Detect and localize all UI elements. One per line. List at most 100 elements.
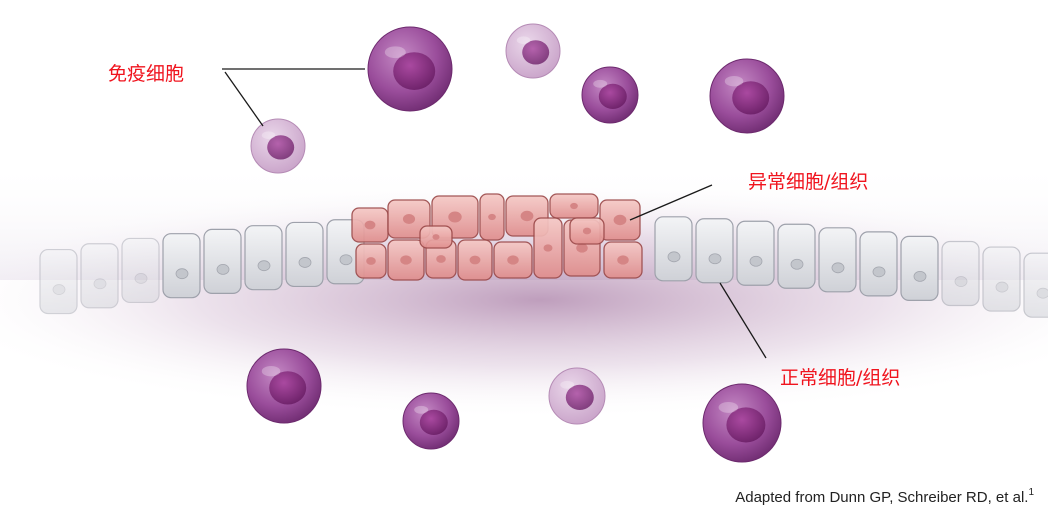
normal-cell-nucleus (749, 255, 763, 267)
immune-cell-highlight (516, 36, 531, 44)
immune-cell-nucleus (732, 81, 770, 115)
source-credit: Adapted from Dunn GP, Schreiber RD, et a… (735, 487, 1034, 506)
abnormal-leader-line (629, 184, 713, 221)
immune-cell-highlight (560, 380, 575, 389)
abnormal-cell (533, 217, 563, 279)
immune-cell (702, 383, 782, 463)
immune-cell-nucleus (726, 407, 766, 443)
normal-cell-nucleus (93, 278, 107, 290)
immune-cell-highlight (414, 405, 429, 414)
normal-cell-nucleus (52, 284, 66, 295)
normal-cell (777, 223, 816, 289)
abnormal-cell-nucleus (402, 214, 416, 224)
normal-cell-nucleus (995, 281, 1009, 293)
source-credit-text: Adapted from Dunn GP, Schreiber RD, et a… (735, 489, 1028, 506)
normal-cell-body (244, 225, 283, 291)
abnormal-cell-nucleus (543, 244, 553, 252)
immune-cell-nucleus (598, 83, 627, 109)
abnormal-cell-nucleus (613, 214, 627, 226)
abnormal-cell-nucleus (570, 202, 578, 210)
normal-cell (859, 231, 898, 297)
abnormal-cell (569, 217, 605, 245)
normal-cell-nucleus (831, 262, 845, 274)
normal-cell-nucleus (913, 271, 927, 282)
normal-cell-nucleus (708, 253, 722, 265)
normal-cell-body (162, 233, 201, 299)
normal-cell (203, 228, 242, 295)
immune-cell-nucleus (419, 409, 448, 435)
immune-leader-line-bottom (224, 71, 264, 127)
immune-cell-highlight (718, 401, 739, 413)
immune-cell-highlight (724, 76, 744, 87)
immune-cell-nucleus (565, 384, 594, 410)
abnormal-cell (493, 241, 533, 279)
abnormal-cell (355, 243, 387, 279)
normal-cell-nucleus (216, 264, 230, 275)
immune-cell-label: 免疫细胞 (108, 63, 184, 85)
normal-cell-body (982, 246, 1021, 312)
abnormal-cell-nucleus (364, 220, 376, 230)
immune-cell (367, 26, 453, 112)
immune-cell-highlight (384, 46, 406, 59)
abnormal-cell-nucleus (520, 210, 534, 222)
abnormal-cell (603, 241, 643, 279)
immune-cell (402, 392, 460, 450)
immune-cell (709, 58, 785, 134)
normal-cell-nucleus (667, 251, 681, 263)
normal-cell (121, 237, 160, 304)
immune-cell-nucleus (267, 135, 295, 160)
normal-cell (285, 221, 324, 288)
normal-cell (736, 220, 775, 286)
abnormal-cell-nucleus (507, 255, 519, 265)
abnormal-cell-nucleus (617, 255, 629, 265)
normal-cell-nucleus (872, 266, 886, 278)
immune-cell (581, 66, 639, 124)
normal-cell (941, 240, 980, 307)
normal-tissue-label: 正常细胞/组织 (780, 367, 900, 389)
abnormal-cell (387, 199, 431, 239)
abnormal-cell-nucleus (448, 211, 462, 223)
normal-cell-nucleus (298, 257, 312, 268)
immune-cells (246, 23, 785, 463)
normal-cell-body (777, 223, 816, 289)
abnormal-cell (599, 199, 641, 241)
abnormal-cell-nucleus (432, 234, 440, 240)
normal-cell-body (818, 227, 857, 293)
immune-cell (548, 367, 606, 425)
normal-leader-line (719, 282, 767, 359)
abnormal-cell-nucleus (488, 213, 496, 221)
normal-cell (818, 227, 857, 293)
abnormal-cell-nucleus (400, 255, 412, 265)
immune-cell (246, 348, 322, 424)
abnormal-tissue-label: 异常细胞/组织 (748, 171, 868, 193)
normal-cell-nucleus (790, 258, 804, 270)
normal-cell-nucleus (1036, 287, 1048, 299)
normal-cell (80, 243, 119, 309)
source-credit-sup: 1 (1028, 487, 1034, 498)
normal-cell-nucleus (175, 268, 189, 280)
normal-cell-body (285, 221, 324, 288)
abnormal-cell (549, 193, 599, 219)
normal-cell-body (39, 248, 78, 315)
normal-cell-body (80, 243, 119, 309)
normal-cell (900, 235, 939, 302)
abnormal-cell (425, 239, 457, 279)
abnormal-cell-nucleus (582, 227, 592, 235)
normal-cell-body (736, 220, 775, 286)
immune-cell-nucleus (269, 371, 307, 405)
immune-cell-highlight (261, 366, 281, 377)
abnormal-cell-nucleus (576, 243, 588, 253)
normal-cell (244, 225, 283, 291)
immune-cell-highlight (261, 131, 276, 139)
abnormal-cell (479, 193, 505, 241)
abnormal-cell (387, 239, 425, 281)
abnormal-cell-nucleus (436, 255, 446, 263)
abnormal-cell-nucleus (366, 257, 376, 265)
normal-cell-nucleus (954, 276, 968, 287)
normal-cell (162, 233, 201, 299)
immune-cell (505, 23, 561, 79)
normal-cell-body (203, 228, 242, 295)
normal-cell (654, 216, 693, 282)
